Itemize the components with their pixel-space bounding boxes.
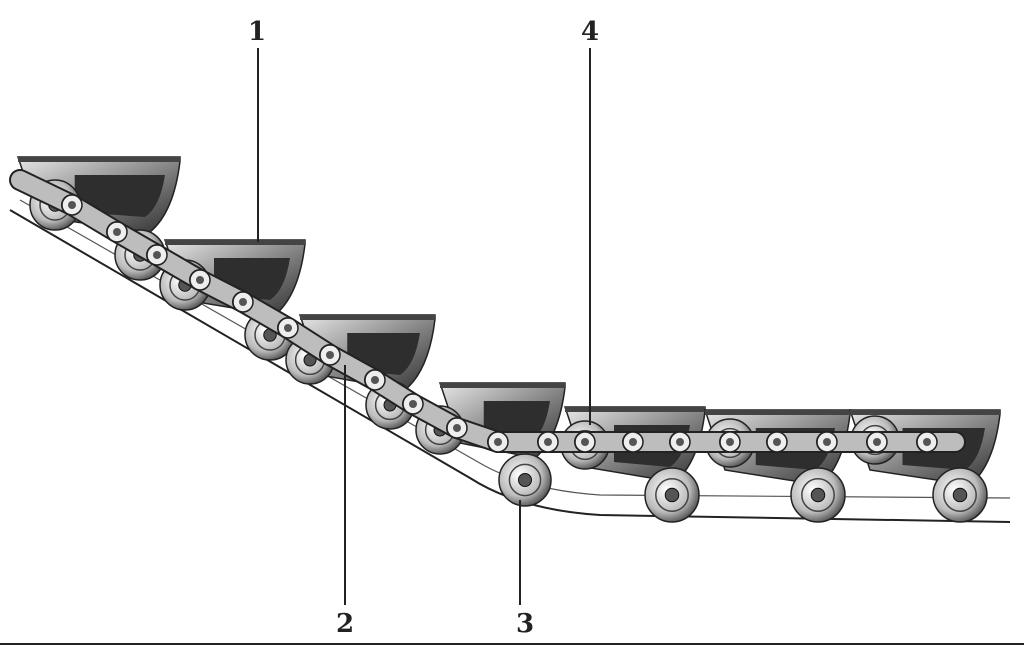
roller-wheel xyxy=(790,467,846,523)
label-4: 4 xyxy=(581,17,599,47)
chain-pin xyxy=(106,221,128,243)
chain-pin xyxy=(446,417,468,439)
chain-pin xyxy=(916,431,938,453)
rollers xyxy=(29,179,988,523)
roller-wheel xyxy=(644,467,700,523)
chain-pin xyxy=(622,431,644,453)
chain-pin xyxy=(866,431,888,453)
chain-pin xyxy=(364,369,386,391)
label-2: 2 xyxy=(336,609,354,639)
chain-pin xyxy=(232,291,254,313)
chain-pin xyxy=(146,244,168,266)
chain-pin xyxy=(537,431,559,453)
chain-pin xyxy=(319,344,341,366)
chain-pin xyxy=(61,194,83,216)
chain-pin xyxy=(402,393,424,415)
roller-wheel xyxy=(932,467,988,523)
leader-lines xyxy=(257,48,591,605)
chain-pin xyxy=(816,431,838,453)
chain-pin xyxy=(719,431,741,453)
chain-pin xyxy=(574,431,596,453)
chain-pin xyxy=(487,431,509,453)
label-1: 1 xyxy=(248,17,266,47)
chain-pin xyxy=(669,431,691,453)
label-3: 3 xyxy=(516,609,534,639)
roller-wheel xyxy=(498,453,552,507)
chain-pin xyxy=(766,431,788,453)
chain-pin xyxy=(189,269,211,291)
chain-pin xyxy=(277,317,299,339)
chain xyxy=(9,169,966,453)
